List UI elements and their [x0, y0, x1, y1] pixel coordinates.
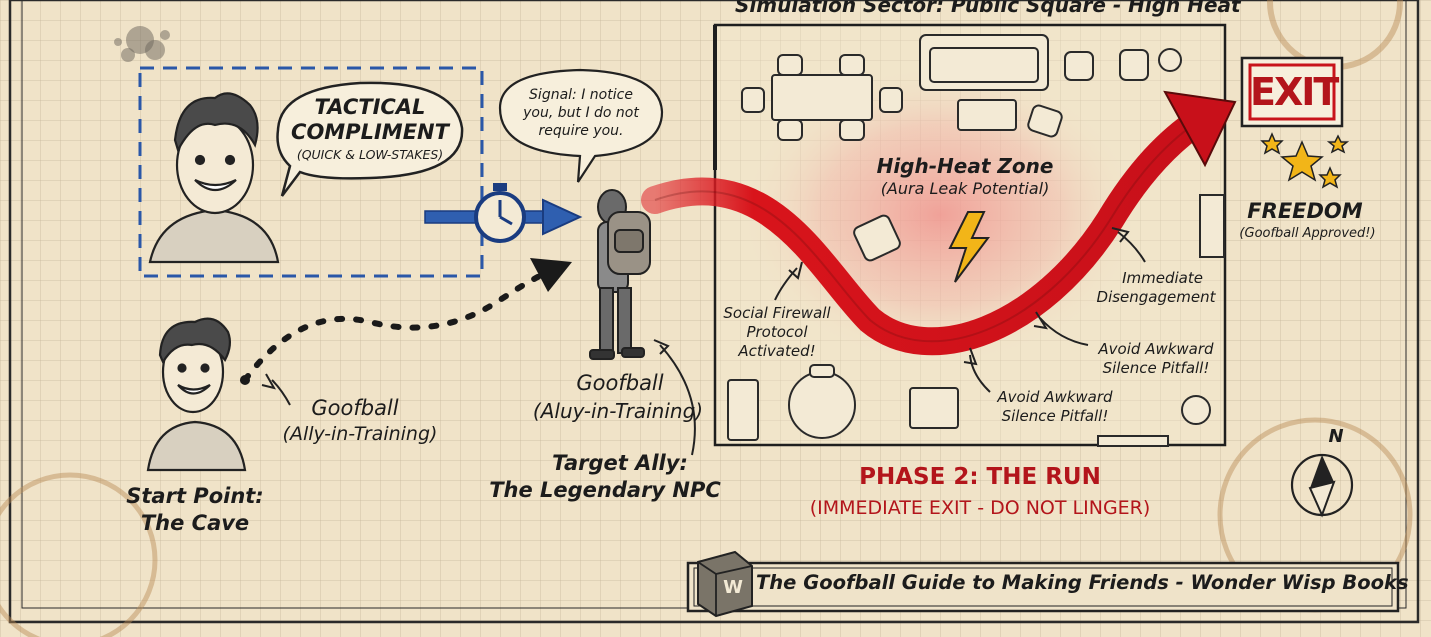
bubble-signal-line-1: Signal: I notice [529, 87, 633, 103]
target-goofball-name: Goofball [576, 371, 664, 395]
goofball-portrait-start [146, 317, 247, 472]
book-logo-icon [697, 550, 753, 618]
start-dot [240, 375, 250, 385]
bubble-signal-line-2: you, but I do not [523, 105, 639, 121]
compass-icon [1290, 453, 1354, 518]
stars-icon [1260, 132, 1350, 189]
phase-title: PHASE 2: THE RUN [859, 464, 1101, 490]
disengage-line-1: Immediate [1122, 269, 1203, 287]
pitfall-a-line-1: Avoid Awkward [1098, 340, 1214, 358]
disengage-line-2: Disengagement [1096, 288, 1216, 306]
freedom-subtitle: (Goofball Approved!) [1239, 226, 1376, 241]
furniture [727, 34, 1225, 447]
dotted-arrowhead [530, 258, 572, 292]
bubble-signal-line-3: require you. [538, 123, 624, 139]
sector-title: Simulation Sector: Public Square - High … [735, 0, 1241, 17]
compliment-zone-box [138, 66, 484, 278]
dotted-path [242, 269, 551, 383]
pitfall-a-line-2: Silence Pitfall! [1102, 359, 1210, 377]
page-border [8, 0, 1420, 624]
run-arrowhead [1163, 90, 1237, 168]
target-ally-label-1: Target Ally: [552, 451, 688, 475]
start-point-label-1: Start Point: [126, 484, 264, 508]
stopwatch-icon [474, 183, 526, 243]
compass-north-label: N [1328, 426, 1344, 447]
footer-banner-text: The Goofball Guide to Making Friends - W… [756, 571, 1409, 594]
target-goofball-role: (Aluy-in-Training) [532, 399, 704, 423]
target-ally-label-2: The Legendary NPC [489, 478, 721, 502]
start-goofball-role: (Ally-in-Training) [282, 423, 438, 445]
footer-banner-frame [686, 561, 1400, 613]
annotation-pointers [261, 227, 1146, 456]
lightning-bolt-icon [948, 211, 990, 283]
start-goofball-name: Goofball [311, 396, 399, 420]
start-point-label-2: The Cave [140, 511, 250, 535]
speech-bubble-signal [498, 68, 664, 183]
exit-sign-text: EXIT [1250, 70, 1339, 114]
firewall-line-2: Protocol [746, 323, 808, 341]
bubble-main-subtitle: (QUICK & LOW-STAKES) [296, 147, 444, 162]
ink-smudge [114, 26, 170, 62]
phase-subtitle: (IMMEDIATE EXIT - DO NOT LINGER) [809, 497, 1151, 519]
goofball-portrait-main [148, 92, 280, 264]
bubble-main-title-1: TACTICAL [314, 95, 426, 119]
freedom-title: FREEDOM [1247, 199, 1363, 223]
run-arrow-outline [654, 119, 1201, 343]
pitfall-b-line-1: Avoid Awkward [997, 388, 1113, 406]
pitfall-b-line-2: Silence Pitfall! [1001, 407, 1109, 425]
speech-bubble-main [276, 81, 464, 197]
zone-subtitle: (Aura Leak Potential) [880, 179, 1050, 198]
zone-title: High-Heat Zone [876, 154, 1054, 178]
goofball-backpacker [589, 189, 651, 360]
firewall-line-1: Social Firewall [723, 304, 831, 322]
bubble-main-title-2: COMPLIMENT [291, 120, 449, 144]
book-logo-letter: W [723, 577, 743, 598]
exit-sign [1240, 56, 1344, 128]
firewall-line-3: Activated! [738, 342, 816, 360]
run-arrow [641, 106, 1214, 356]
